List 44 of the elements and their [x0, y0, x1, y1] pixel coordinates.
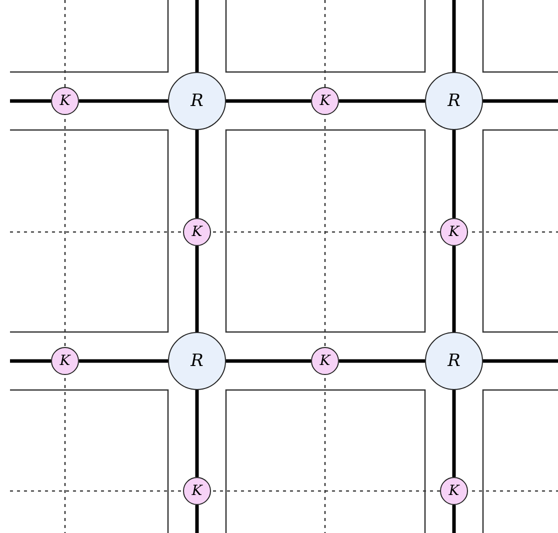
node-label: R [448, 352, 460, 370]
connector-line [452, 130, 456, 218]
connector-line [452, 390, 456, 477]
connector-line [339, 359, 425, 363]
connector-line [195, 390, 199, 477]
node-label: R [190, 92, 204, 110]
connector-line [483, 359, 558, 363]
large-circle-node [425, 72, 483, 130]
node-label: K [60, 94, 70, 108]
connector-line [339, 99, 425, 103]
node-label: K [448, 484, 460, 498]
connector-line [79, 99, 168, 103]
connector-line [452, 505, 456, 533]
small-circle-node [440, 477, 468, 505]
connector-line [195, 0, 199, 72]
node-label: K [192, 484, 202, 498]
node-label: K [192, 225, 202, 239]
small-circle-node [311, 347, 339, 375]
small-circle-node [183, 477, 211, 505]
node-label: K [320, 94, 330, 108]
small-circle-node [183, 218, 211, 246]
node-label: R [448, 92, 460, 110]
connector-line [452, 0, 456, 72]
node-label: K [320, 354, 330, 368]
small-circle-node [51, 347, 79, 375]
connector-line [226, 99, 311, 103]
connector-line [10, 359, 51, 363]
connector-line [483, 99, 558, 103]
small-circle-node [311, 87, 339, 115]
large-circle-node [168, 72, 226, 130]
connector-line [79, 359, 168, 363]
connector-line [226, 359, 311, 363]
small-circle-node [51, 87, 79, 115]
node-label: R [190, 352, 204, 370]
connector-line [195, 505, 199, 533]
connector-line [195, 246, 199, 332]
small-circle-node [440, 218, 468, 246]
connector-line [10, 99, 51, 103]
connector-line [195, 130, 199, 218]
large-circle-node [425, 332, 483, 390]
large-circle-node [168, 332, 226, 390]
node-label: K [60, 354, 70, 368]
node-label: K [448, 225, 460, 239]
connector-line [452, 246, 456, 332]
